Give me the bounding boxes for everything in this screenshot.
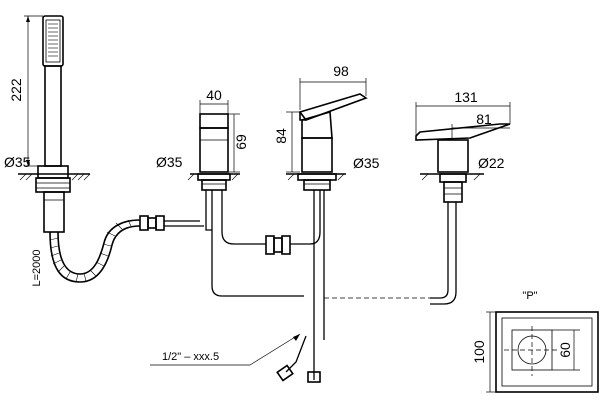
plate-detail: "P" 100 60	[471, 290, 599, 393]
mixer-width-dimension: 98	[299, 63, 367, 110]
mixer-height-dimension: 84	[273, 111, 300, 173]
flexible-hose	[49, 215, 204, 283]
mixer-height-label: 84	[273, 128, 289, 144]
connection-label: 1/2" – xxx.5	[162, 351, 219, 363]
mixer-width-label: 98	[333, 63, 349, 79]
diverter-dia-label: Ø22	[478, 155, 505, 171]
plate-height-label: 100	[471, 340, 487, 364]
plate-title: "P"	[522, 290, 537, 302]
hose-length-label: L=2000	[31, 249, 43, 286]
spout-body	[187, 113, 240, 191]
hand-shower	[35, 15, 71, 233]
diverter-inner-width-label: 81	[476, 111, 492, 127]
mixer-dia-label: Ø35	[353, 155, 380, 171]
handshower-height-dimension: 222	[8, 15, 43, 167]
diverter-width-label: 131	[454, 89, 478, 105]
diverter-width-dimension: 131	[415, 89, 511, 136]
handshower-dia-label: Ø35	[4, 154, 31, 170]
spout-height-dimension: 69	[228, 113, 249, 173]
deck-left: Ø35	[4, 154, 91, 181]
piping	[205, 190, 457, 383]
spout-dia-label: Ø35	[156, 154, 183, 170]
plate-hole-label: 60	[557, 342, 573, 358]
handshower-height-label: 222	[8, 78, 24, 102]
spout-height-label: 69	[233, 134, 249, 150]
mixer-body	[286, 93, 368, 191]
diverter-inner-dimension: 81	[451, 111, 510, 140]
spout-width-dimension: 40	[199, 87, 229, 114]
connection-callout: 1/2" – xxx.5	[150, 333, 301, 366]
spout-width-label: 40	[206, 87, 222, 103]
